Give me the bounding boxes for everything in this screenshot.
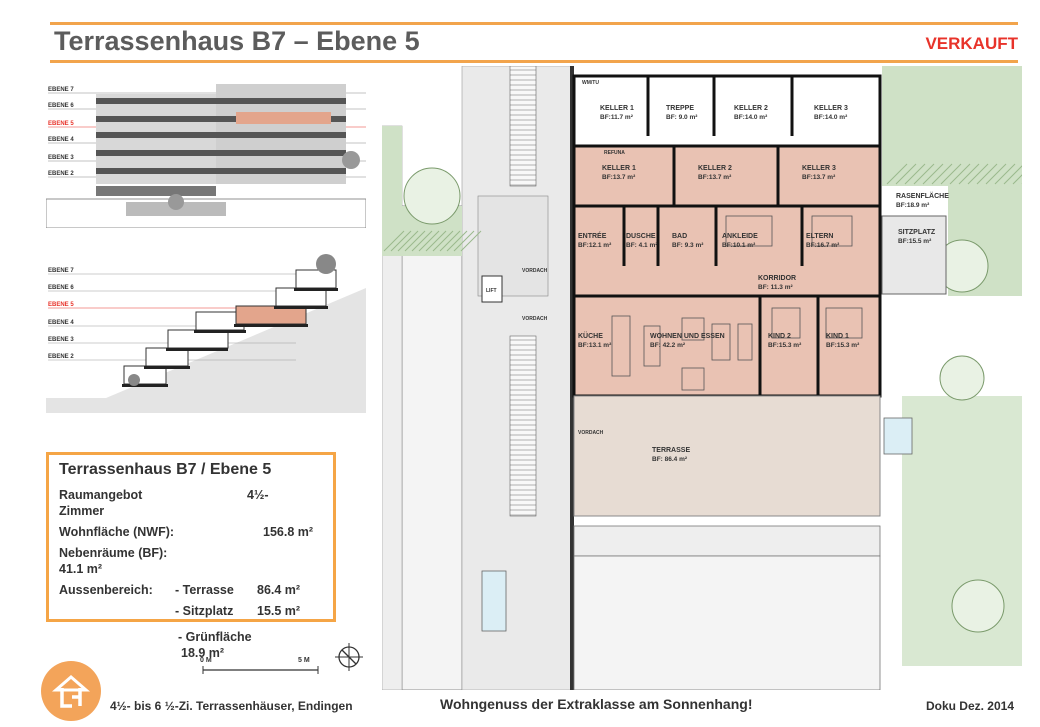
room-area: BF:14.0 m²: [814, 114, 848, 121]
section-elevation: EBENE 7 EBENE 6 EBENE 5 EBENE 4 EBENE 3 …: [46, 248, 366, 413]
page-title: Terrassenhaus B7 – Ebene 5: [54, 26, 420, 56]
room-name: KELLER 1: [602, 165, 636, 172]
room-name: ENTRÉE: [578, 231, 607, 240]
svg-text:5 M: 5 M: [298, 657, 310, 664]
gruen-value: 18.9 m²: [181, 646, 225, 660]
footer-left-text: 4½- bis 6 ½-Zi. Terrassenhäuser, Endinge…: [110, 699, 353, 713]
room-area: BF: 11.3 m²: [758, 284, 794, 291]
room-name: KELLER 2: [698, 165, 732, 172]
raumangebot-cont: Zimmer: [59, 504, 105, 518]
section-level-label: EBENE 5: [48, 302, 74, 308]
room-name: BAD: [672, 233, 687, 240]
room-area: BF:13.7 m²: [602, 174, 636, 181]
scale-bar: 0 M 5 M: [200, 650, 380, 680]
room-area: BF:15.3 m²: [768, 342, 802, 349]
elevation-level-label: EBENE 3: [48, 155, 74, 161]
plan-small-label: WM/TU: [582, 80, 599, 86]
room-area: BF:15.3 m²: [826, 342, 860, 349]
section-level-label: EBENE 7: [48, 268, 74, 274]
header-rule-bottom: [50, 60, 1018, 63]
floor-plan: KELLER 1 BF:11.7 m² TREPPE BF: 9.0 m² KELLER…: [381, 65, 1040, 691]
nebenraeume-label: Nebenräume (BF):: [59, 546, 168, 560]
sitzplatz-value: 15.5 m²: [257, 604, 301, 618]
elevation-level-label: EBENE 4: [48, 137, 74, 143]
room-name: KORRIDOR: [758, 275, 796, 282]
plan-small-label: VORDACH: [522, 268, 548, 274]
room-name: KELLER 3: [814, 105, 848, 112]
section-level-label: EBENE 6: [48, 285, 74, 291]
room-name: KÜCHE: [578, 331, 603, 340]
nebenraeume-value: 41.1 m²: [59, 562, 103, 576]
room-area: BF: 4.1 m²: [626, 242, 658, 249]
room-area: BF:15.5 m²: [898, 238, 932, 245]
plan-small-label: REFUNA: [604, 150, 625, 156]
terrasse-value: 86.4 m²: [257, 583, 301, 597]
room-name: RASENFLÄCHE: [896, 192, 949, 200]
plan-small-label: VORDACH: [522, 316, 548, 322]
wohnflaeche-label: Wohnfläche (NWF):: [59, 525, 175, 539]
company-logo: [40, 660, 102, 722]
front-elevation: EBENE 7 EBENE 6 EBENE 5 EBENE 4 EBENE 3 …: [46, 74, 366, 228]
room-name: WOHNEN UND ESSEN: [650, 333, 725, 340]
room-name: ELTERN: [806, 233, 833, 240]
section-level-label: EBENE 4: [48, 320, 74, 326]
svg-text:0 M: 0 M: [200, 657, 212, 664]
room-name: SITZPLATZ: [898, 229, 936, 236]
wohnflaeche-value: 156.8 m²: [263, 525, 314, 539]
section-level-label: EBENE 3: [48, 337, 74, 343]
room-area: BF:12.1 m²: [578, 242, 612, 249]
room-name: KIND 2: [768, 333, 791, 340]
room-name: DUSCHE: [626, 233, 656, 240]
room-area: BF: 86.4 m²: [652, 456, 688, 463]
footer-tagline: Wohngenuss der Extraklasse am Sonnenhang…: [440, 696, 753, 712]
room-area: BF:14.0 m²: [734, 114, 768, 121]
room-area: BF: 42.2 m²: [650, 342, 686, 349]
room-name: KELLER 2: [734, 105, 768, 112]
room-name: TERRASSE: [652, 447, 690, 454]
room-name: ANKLEIDE: [722, 233, 758, 240]
room-area: BF:10.1 m²: [722, 242, 756, 249]
plan-small-label: LIFT: [486, 288, 497, 294]
terrasse-label: - Terrasse: [175, 583, 234, 597]
footer-date: Doku Dez. 2014: [925, 699, 1014, 713]
room-area: BF:16.7 m²: [806, 242, 840, 249]
status-badge: VERKAUFT: [925, 34, 1018, 53]
elevation-level-label: EBENE 2: [48, 171, 74, 177]
room-area: BF:13.7 m²: [698, 174, 732, 181]
room-name: KELLER 1: [600, 105, 634, 112]
room-area: BF: 9.3 m²: [672, 242, 704, 249]
elevation-level-label: EBENE 7: [48, 87, 74, 93]
info-heading: Terrassenhaus B7 / Ebene 5: [59, 461, 272, 478]
elevation-level-labels: EBENE 7 EBENE 6 EBENE 5 EBENE 4 EBENE 3 …: [48, 87, 74, 177]
raumangebot-value: 4½-: [247, 488, 269, 502]
room-area: BF:13.1 m²: [578, 342, 612, 349]
sitzplatz-label: - Sitzplatz: [175, 604, 234, 618]
elevation-level-label: EBENE 5: [48, 121, 74, 127]
raumangebot-label: Raumangebot: [59, 488, 143, 502]
north-arrow-icon: [327, 635, 371, 679]
plan-small-label: VORDACH: [578, 430, 604, 436]
room-area: BF:13.7 m²: [802, 174, 836, 181]
room-area: BF:18.9 m²: [896, 202, 930, 209]
section-level-label: EBENE 2: [48, 354, 74, 360]
elevation-level-label: EBENE 6: [48, 103, 74, 109]
gruen-label: - Grünfläche: [178, 630, 252, 644]
header-rule-top: [50, 22, 1018, 25]
room-name: KIND 1: [826, 333, 849, 340]
room-name: KELLER 3: [802, 165, 836, 172]
room-area: BF:11.7 m²: [600, 114, 634, 121]
aussen-label: Aussenbereich:: [59, 583, 153, 597]
unit-info-box: Terrassenhaus B7 / Ebene 5 Raumangebot 4…: [46, 452, 336, 622]
room-area: BF: 9.0 m²: [666, 114, 698, 121]
room-name: TREPPE: [666, 105, 694, 112]
